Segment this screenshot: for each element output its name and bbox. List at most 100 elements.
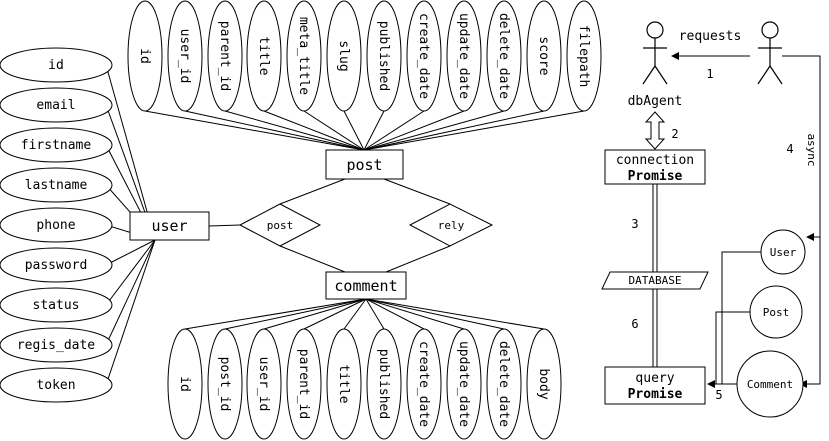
post-attr-connector [363,110,385,151]
post-attr-connector [363,110,465,151]
connection-promise-box: connection Promise [604,149,706,185]
user-attribute: email [0,87,113,123]
comment-attr-connector [303,298,367,330]
comment-attr-connector [365,298,505,330]
step-number-5: 5 [715,388,722,402]
user-attr-connector [105,239,156,266]
user-attr-connector [105,64,156,241]
comment-attribute: parent_id [286,328,322,440]
user-attribute: lastname [0,167,113,203]
requester-actor-icon [757,21,783,85]
post-attribute: update_date [446,0,482,112]
comment-attribute: delete_date [486,328,522,440]
user-attribute-label: token [36,378,75,393]
post-attr-connector [343,110,365,151]
database-node: DATABASE [601,271,709,290]
comment-attr-connector [365,298,465,330]
user-attribute-label: password [25,258,88,273]
post-attribute: title [246,0,282,112]
comment-attribute: published [366,328,402,440]
post-attr-connector [224,110,365,151]
entity-comment-label: comment [334,277,397,295]
step-number-1: 1 [706,67,713,81]
comment-attribute-label: parent_id [296,349,311,419]
comment-attribute-label: title [336,364,351,403]
comment-attr-connector [224,298,367,330]
relationship-rely-label: rely [438,219,465,232]
comment-attr-connector [343,298,367,330]
post-attribute: score [526,0,562,112]
comment-attribute: post_id [207,328,243,440]
user-attribute-label: firstname [21,138,92,153]
user-attr-connector [105,239,156,306]
post-attr-connector [363,110,545,151]
circle-comment-label: Comment [747,378,793,391]
user-attribute-label: email [36,98,75,113]
circle-comment: Comment [736,350,804,418]
bidirectional-arrow-icon [644,111,666,150]
user-attribute-label: status [33,298,80,313]
post-attribute: delete_date [486,0,522,112]
comment-attribute: body [526,328,562,440]
comment-attribute: create_date [406,328,442,440]
relationship-post-label: post [267,219,294,232]
database-label: DATABASE [629,274,682,287]
comment-attribute: update_date [446,328,482,440]
circle-post-label: Post [763,306,790,319]
user-attribute-label: id [48,58,64,73]
async-label: async [805,133,818,166]
user-attribute-label: lastname [25,178,88,193]
post-attr-connector [184,110,365,151]
comment-attr-connector [263,298,367,330]
comment-attribute-label: update_date [456,341,471,427]
comment-attribute-label: id [177,376,192,392]
user-attribute: firstname [0,127,113,163]
post-attribute: slug [326,0,362,112]
post-attribute-label: delete_date [496,13,511,99]
post-attr-connector [263,110,365,151]
step-number-6: 6 [631,317,638,331]
comment-attribute-label: post_id [217,357,232,412]
post-attribute-label: update_date [456,13,471,99]
connection-promise-label: Promise [628,169,683,184]
entity-comment: comment [325,271,407,300]
post-attribute: id [127,0,163,112]
circle-post: Post [749,285,803,339]
comment-attribute: user_id [246,328,282,440]
user-attr-connector [105,239,156,346]
step-number-2: 2 [671,127,678,141]
post-attribute-label: published [376,21,391,91]
relationship-rely: rely [408,203,494,247]
entity-post-label: post [346,156,382,174]
user-attribute: phone [0,207,113,243]
relationship-post: post [238,203,322,247]
step-number-4: 4 [786,142,793,156]
comment-attr-connector [365,298,385,330]
post-attr-connector [144,110,365,151]
post-attribute-label: meta_title [296,17,311,95]
user-attribute: status [0,287,113,323]
entity-user: user [129,211,210,241]
comment-attr-connector [365,298,425,330]
circle-user: User [760,229,806,275]
comment-attribute-label: delete_date [496,341,511,427]
user-attribute: id [0,47,113,83]
comment-attribute: id [167,328,203,440]
post-attribute-label: filepath [576,25,591,88]
post-attribute: parent_id [207,0,243,112]
post-attr-connector [363,110,585,151]
post-attribute-label: user_id [177,29,192,84]
comment-attribute-label: body [536,368,551,399]
query-promise-label: Promise [628,387,683,402]
comment-attribute: title [326,328,362,440]
post-attribute-label: parent_id [217,21,232,91]
post-attr-connector [303,110,365,151]
comment-attr-connector [184,298,367,330]
entity-user-label: user [151,217,187,235]
dbagent-label: dbAgent [628,94,683,109]
async-arrow [782,55,821,388]
comment-attr-connector [365,298,545,330]
post-attribute-label: create_date [416,13,431,99]
